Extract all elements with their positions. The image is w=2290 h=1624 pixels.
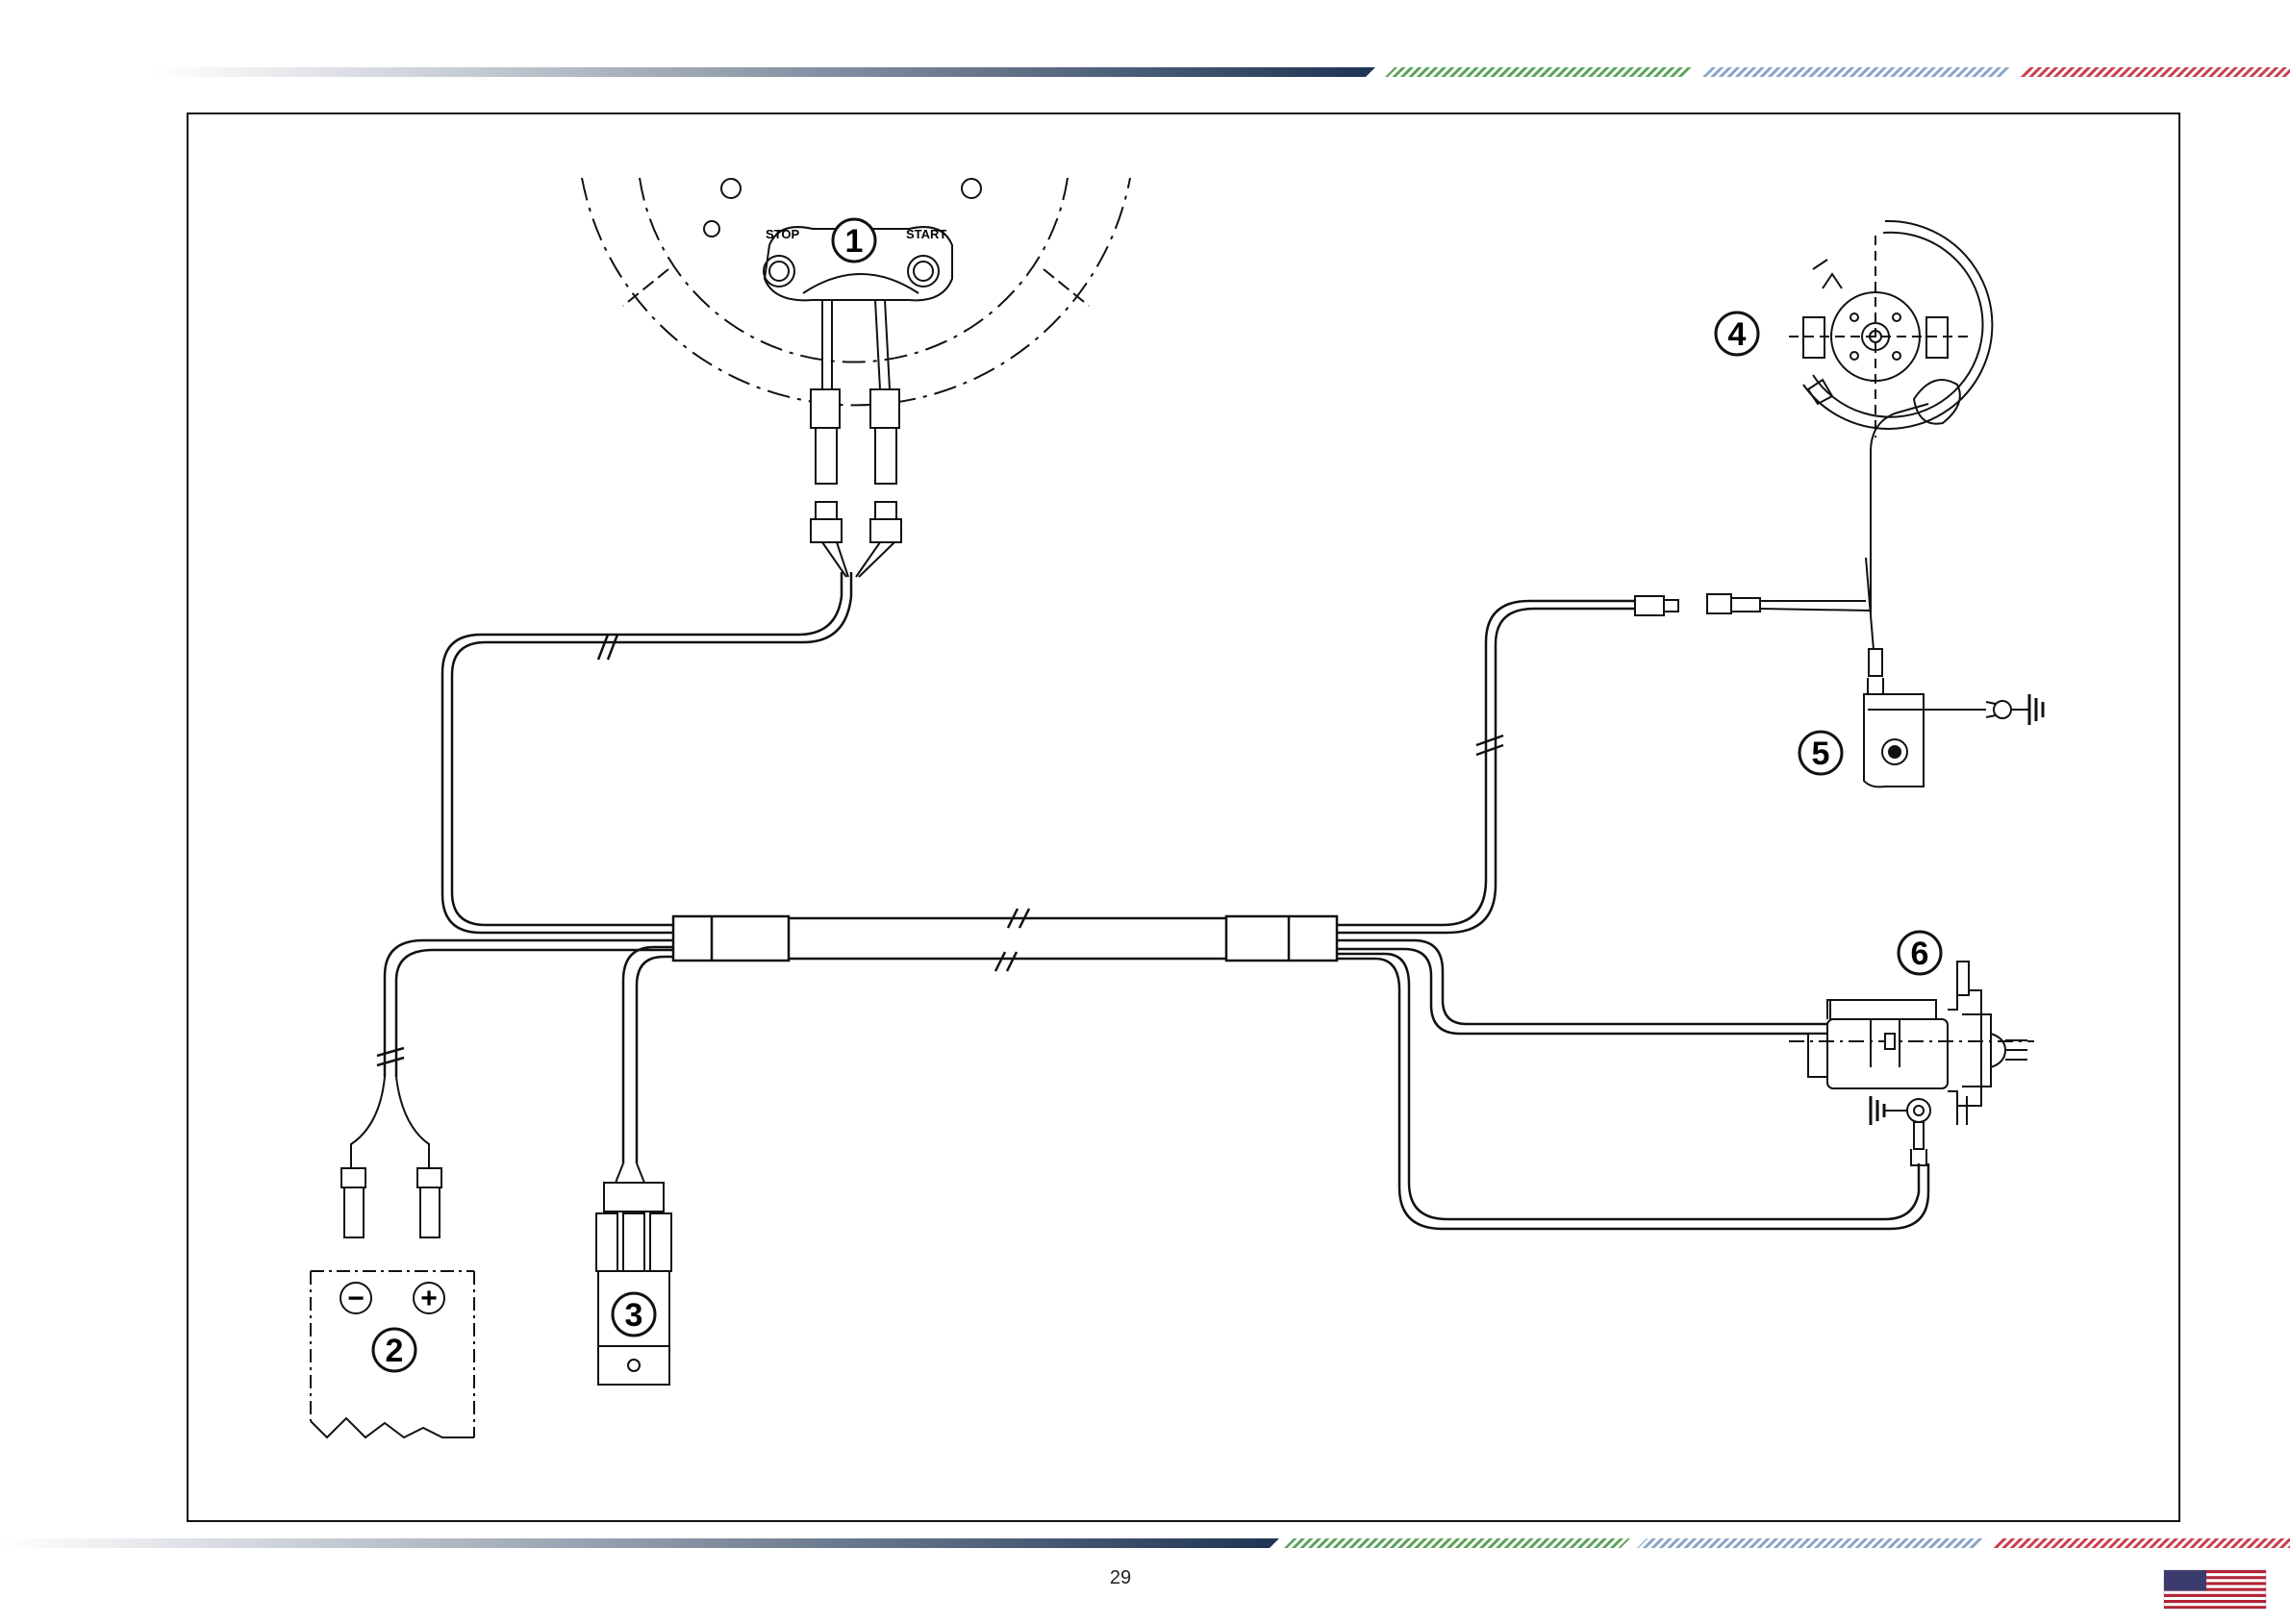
footer-band [0, 1538, 2290, 1548]
battery-positive-terminal: + [420, 1283, 438, 1314]
stator [1635, 221, 1992, 694]
svg-text:3: 3 [625, 1297, 643, 1334]
svg-text:5: 5 [1812, 736, 1830, 772]
battery [311, 1077, 474, 1437]
callout-3: 3 [613, 1293, 655, 1336]
relay [596, 1163, 671, 1385]
start-label: START [906, 227, 946, 241]
page-number: 29 [1096, 1567, 1145, 1589]
callout-5: 5 [1799, 732, 1842, 774]
svg-text:1: 1 [845, 223, 864, 260]
main-harness [377, 572, 1928, 1229]
callout-6: 6 [1899, 932, 1941, 974]
battery-negative-terminal: − [347, 1283, 365, 1314]
svg-text:4: 4 [1728, 316, 1747, 353]
callout-1: 1 [833, 219, 875, 262]
starter-motor [1789, 962, 2034, 1165]
callout-4: 4 [1716, 312, 1758, 355]
us-flag-icon [2164, 1570, 2266, 1609]
svg-text:6: 6 [1911, 936, 1929, 972]
callout-2: 2 [373, 1329, 415, 1371]
ignition-module [1864, 694, 2043, 787]
header-band [154, 67, 2290, 77]
stop-label: STOP [766, 227, 799, 241]
svg-text:2: 2 [386, 1333, 404, 1369]
